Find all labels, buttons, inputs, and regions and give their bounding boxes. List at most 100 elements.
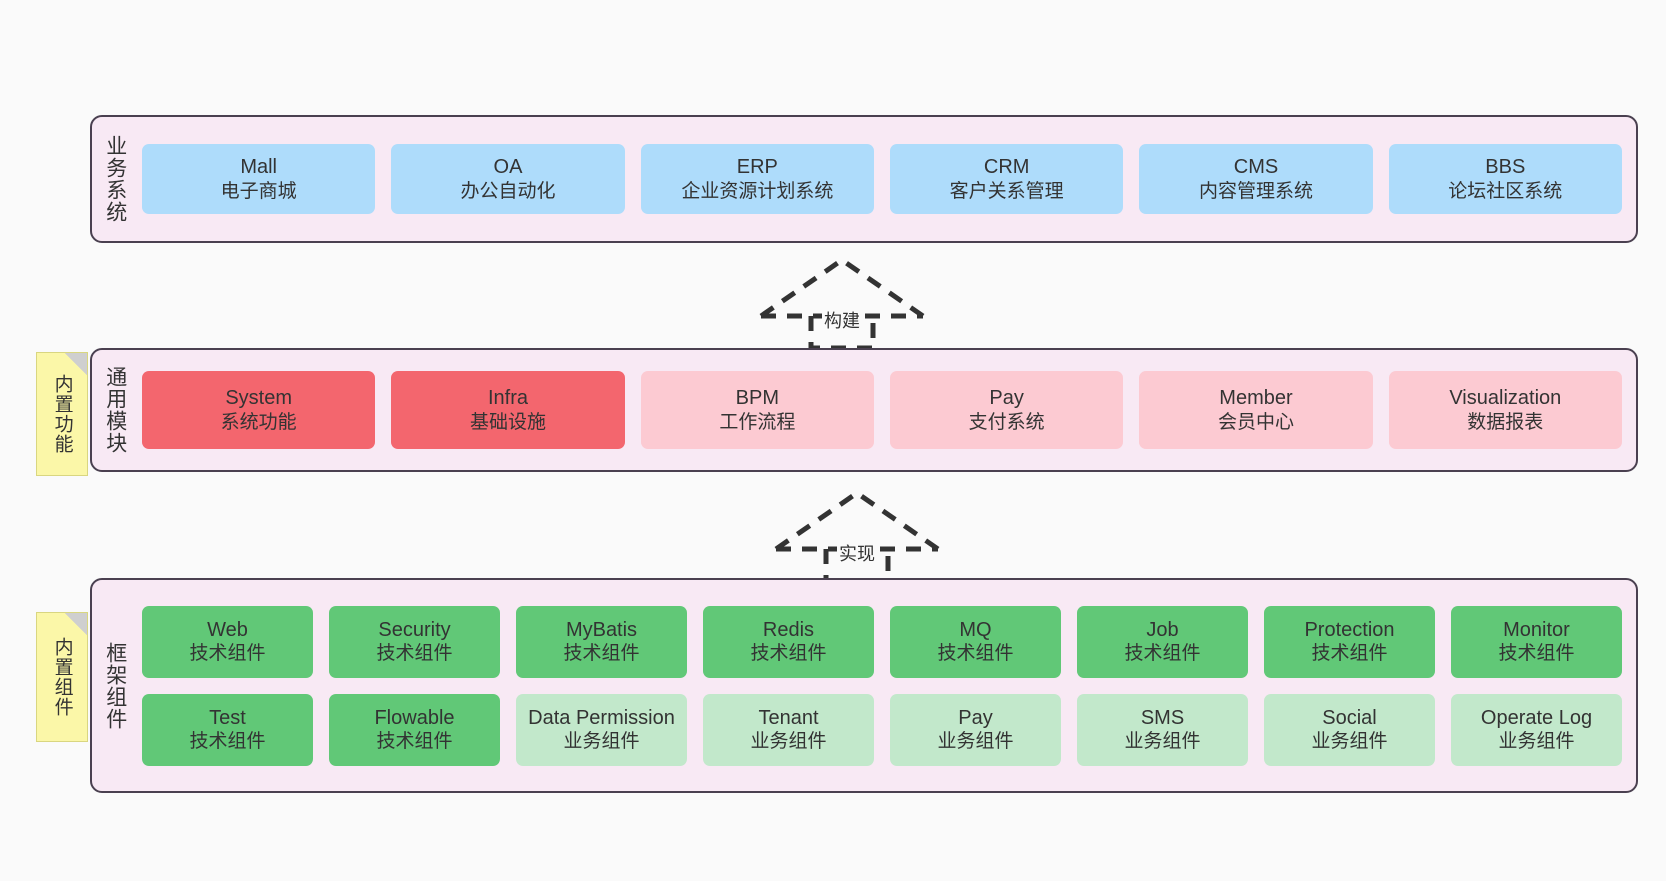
node-crm[interactable]: CRM 客户关系管理: [889, 144, 1124, 214]
node-bbs[interactable]: BBS 论坛社区系统: [1388, 144, 1622, 214]
node-title: CRM: [983, 156, 1030, 179]
dashed-arrow-icon: [774, 489, 940, 584]
node-subtitle: 技术组件: [376, 731, 453, 753]
node-title: System: [225, 387, 292, 410]
node-tenant[interactable]: Tenant 业务组件: [703, 693, 874, 766]
sticky-note-builtin-components: 内置组件: [36, 612, 88, 742]
node-subtitle: 技术组件: [1124, 643, 1201, 665]
node-subtitle: 业务组件: [750, 731, 827, 753]
node-title: Mall: [240, 156, 277, 179]
node-title: Pay: [989, 387, 1024, 410]
node-mybatis[interactable]: MyBatis 技术组件: [516, 605, 687, 678]
node-subtitle: 业务组件: [563, 731, 640, 753]
node-title: Monitor: [1503, 618, 1570, 641]
layer-title-business-systems: 业务系统: [103, 135, 127, 223]
node-subtitle: 技术组件: [563, 643, 640, 665]
node-subtitle: 技术组件: [1498, 643, 1575, 665]
node-subtitle: 技术组件: [376, 643, 453, 665]
node-subtitle: 业务组件: [1311, 731, 1388, 753]
arrow-label-implement: 实现: [837, 540, 877, 566]
node-title: Protection: [1304, 618, 1395, 641]
node-web[interactable]: Web 技术组件: [142, 605, 313, 678]
node-title: Redis: [762, 618, 815, 641]
node-title: Operate Log: [1480, 706, 1593, 729]
node-row: Web 技术组件 Security 技术组件 MyBatis 技术组件 Redi…: [142, 605, 1622, 678]
node-subtitle: 业务组件: [1124, 731, 1201, 753]
sticky-note-builtin-functions: 内置功能: [36, 352, 88, 476]
node-subtitle: 数据报表: [1467, 411, 1544, 433]
node-title: Test: [209, 706, 246, 729]
node-monitor[interactable]: Monitor 技术组件: [1451, 605, 1622, 678]
node-social[interactable]: Social 业务组件: [1264, 693, 1435, 766]
arrow-label-build: 构建: [822, 307, 862, 333]
generalization-arrow-implement: 实现: [772, 489, 942, 584]
node-title: BPM: [735, 387, 779, 410]
node-title: Job: [1146, 618, 1179, 641]
node-subtitle: 基础设施: [469, 411, 546, 433]
node-pay-business[interactable]: Pay 业务组件: [890, 693, 1061, 766]
node-subtitle: 企业资源计划系统: [681, 180, 834, 202]
node-title: Infra: [487, 387, 528, 410]
node-title: BBS: [1485, 156, 1526, 179]
node-sms[interactable]: SMS 业务组件: [1077, 693, 1248, 766]
node-operate-log[interactable]: Operate Log 业务组件: [1451, 693, 1622, 766]
node-subtitle: 系统功能: [220, 411, 297, 433]
node-member[interactable]: Member 会员中心: [1139, 371, 1373, 449]
node-data-permission[interactable]: Data Permission 业务组件: [516, 693, 687, 766]
node-cms[interactable]: CMS 内容管理系统: [1139, 144, 1373, 214]
node-subtitle: 办公自动化: [460, 180, 556, 202]
node-infra[interactable]: Infra 基础设施: [391, 371, 625, 449]
node-title: SMS: [1140, 706, 1185, 729]
layer-business-systems: 业务系统 Mall 电子商城 OA 办公自动化 ERP 企业资源计划系统 CRM…: [90, 115, 1638, 243]
node-system[interactable]: System 系统功能: [142, 371, 376, 449]
node-subtitle: 会员中心: [1217, 411, 1294, 433]
node-pay[interactable]: Pay 支付系统: [889, 371, 1124, 449]
node-security[interactable]: Security 技术组件: [329, 605, 500, 678]
node-title: Flowable: [374, 706, 455, 729]
node-title: MQ: [959, 618, 992, 641]
node-title: Tenant: [758, 706, 819, 729]
node-title: Visualization: [1449, 387, 1562, 410]
node-title: Social: [1322, 706, 1377, 729]
node-title: Web: [207, 618, 248, 641]
node-erp[interactable]: ERP 企业资源计划系统: [640, 144, 874, 214]
generalization-arrow-build: 构建: [757, 256, 927, 351]
node-title: Member: [1219, 387, 1293, 410]
node-protection[interactable]: Protection 技术组件: [1264, 605, 1435, 678]
layer-body-business-systems: Mall 电子商城 OA 办公自动化 ERP 企业资源计划系统 CRM 客户关系…: [138, 117, 1636, 241]
layer-title-common-modules: 通用模块: [103, 366, 127, 454]
node-title: ERP: [736, 156, 778, 179]
node-title: CMS: [1233, 156, 1279, 179]
node-subtitle: 技术组件: [189, 643, 266, 665]
node-job[interactable]: Job 技术组件: [1077, 605, 1248, 678]
node-subtitle: 论坛社区系统: [1448, 180, 1563, 202]
dashed-arrow-icon: [759, 256, 925, 351]
node-bpm[interactable]: BPM 工作流程: [640, 371, 874, 449]
layer-title-framework-components: 框架组件: [103, 641, 127, 730]
node-test[interactable]: Test 技术组件: [142, 693, 313, 766]
node-subtitle: 客户关系管理: [949, 180, 1064, 202]
node-oa[interactable]: OA 办公自动化: [391, 144, 625, 214]
node-visualization[interactable]: Visualization 数据报表: [1388, 371, 1622, 449]
node-mall[interactable]: Mall 电子商城: [142, 144, 376, 214]
node-subtitle: 技术组件: [189, 731, 266, 753]
layer-body-framework-components: Web 技术组件 Security 技术组件 MyBatis 技术组件 Redi…: [138, 580, 1636, 791]
node-row: Test 技术组件 Flowable 技术组件 Data Permission …: [142, 693, 1622, 766]
layer-framework-components: 框架组件 Web 技术组件 Security 技术组件 MyBatis 技术组件…: [90, 578, 1638, 793]
node-title: MyBatis: [565, 618, 638, 641]
node-flowable[interactable]: Flowable 技术组件: [329, 693, 500, 766]
node-title: OA: [493, 156, 523, 179]
node-subtitle: 工作流程: [719, 411, 796, 433]
node-title: Security: [378, 618, 451, 641]
node-row: Mall 电子商城 OA 办公自动化 ERP 企业资源计划系统 CRM 客户关系…: [142, 144, 1622, 214]
node-title: Pay: [958, 706, 993, 729]
node-mq[interactable]: MQ 技术组件: [890, 605, 1061, 678]
node-subtitle: 技术组件: [1311, 643, 1388, 665]
node-subtitle: 技术组件: [937, 643, 1014, 665]
node-redis[interactable]: Redis 技术组件: [703, 605, 874, 678]
layer-body-common-modules: System 系统功能 Infra 基础设施 BPM 工作流程 Pay 支付系统…: [138, 350, 1636, 470]
node-subtitle: 业务组件: [937, 731, 1014, 753]
node-title: Data Permission: [528, 706, 675, 729]
node-subtitle: 电子商城: [220, 180, 297, 202]
